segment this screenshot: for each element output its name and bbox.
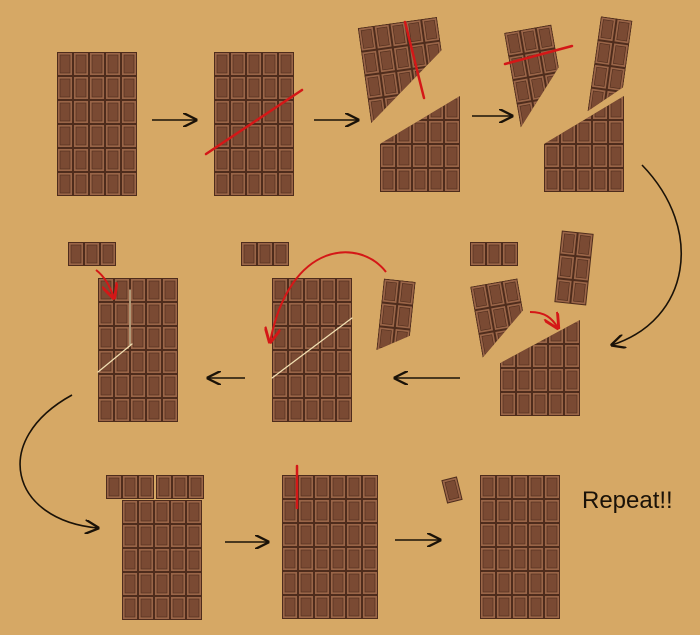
step5-upper-piece — [470, 278, 530, 358]
step4-horizontal-cut — [503, 44, 574, 66]
step5-top-strip — [470, 242, 518, 266]
arrow-step6-swap — [270, 251, 387, 342]
step6-crack — [271, 317, 353, 379]
step4-lower-piece — [544, 96, 624, 192]
step10-full-bar — [480, 475, 560, 619]
step8-top-strip — [106, 475, 154, 499]
step7-top-strip — [68, 242, 116, 266]
step1-full-bar — [57, 52, 137, 196]
step5-lower-piece — [500, 320, 580, 416]
step3-lower-piece — [380, 96, 460, 192]
arrow-step5-move-wedge — [529, 311, 558, 328]
step6-top-strip — [241, 242, 289, 266]
repeat-caption: Repeat!! — [582, 487, 673, 514]
step3-upper-piece — [357, 16, 451, 124]
step6-main-bar — [272, 278, 352, 422]
arrow-step7-insert — [95, 269, 114, 298]
arrow-row2-to-row3 — [19, 394, 98, 528]
step5-tall-strip — [554, 230, 594, 306]
step9-bar — [282, 475, 378, 619]
step10-free-piece — [441, 476, 463, 504]
step7-crack — [97, 343, 133, 373]
arrow-row1-to-row2 — [612, 164, 682, 345]
step8-main-bar — [122, 500, 202, 620]
step8-right-column — [156, 475, 204, 499]
step3-vertical-cut — [403, 20, 426, 100]
step2-bar — [214, 52, 294, 196]
step6-side-piece — [376, 278, 416, 354]
step2-diagonal-cut — [204, 88, 304, 156]
step4-upper-piece — [504, 24, 568, 128]
step4-small-strip — [587, 16, 633, 116]
step7-main-bar — [98, 278, 178, 422]
